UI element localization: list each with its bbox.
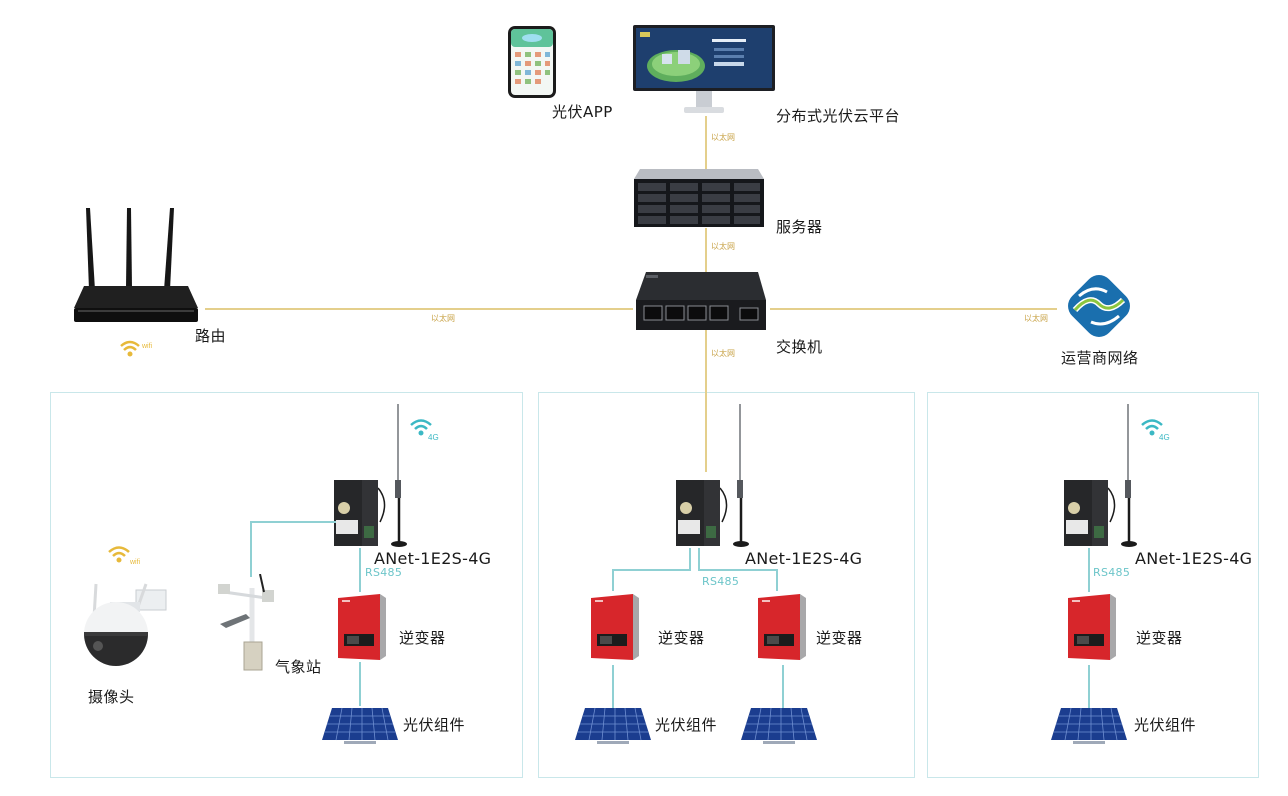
site3-pv-label: 光伏组件 [1134, 716, 1197, 734]
site2-pv-label: 光伏组件 [655, 716, 718, 734]
site3-4g-icon: 4G [1141, 418, 1175, 442]
ethernet-label-server: 以太网 [711, 242, 735, 251]
site3-gateway-icon [1062, 402, 1142, 550]
site-panel-1 [50, 392, 523, 778]
site1-inverter-label: 逆变器 [399, 629, 446, 647]
weather-station-icon [216, 574, 278, 674]
ethernet-label-router: 以太网 [431, 314, 455, 323]
site1-rs485-label: RS485 [365, 566, 403, 579]
site2-rs485-line-left [612, 569, 691, 571]
site3-gateway-label: ANet-1E2S-4G [1135, 549, 1253, 568]
ethernet-line-router-switch [205, 308, 633, 310]
site2-gateway-icon [674, 402, 754, 550]
site3-dc-line [1088, 665, 1090, 709]
site2-rs485-line-right [698, 569, 778, 571]
site2-gateway-label: ANet-1E2S-4G [745, 549, 863, 568]
switch-label: 交换机 [776, 338, 823, 356]
site3-4g-text: 4G [1159, 433, 1170, 442]
camera-wifi-text: wifi [129, 559, 141, 566]
site1-inverter-icon [336, 592, 388, 662]
server-icon [632, 163, 766, 229]
site3-inverter-label: 逆变器 [1136, 629, 1183, 647]
ethernet-label-site2: 以太网 [711, 349, 735, 358]
site1-pv-label: 光伏组件 [403, 716, 466, 734]
cloud-platform-monitor-icon [632, 24, 776, 118]
site1-4g-text: 4G [428, 433, 439, 442]
camera-wifi-icon: wifi [108, 544, 150, 568]
weather-station-label: 气象站 [275, 658, 322, 676]
site2-rs485-label: RS485 [702, 575, 740, 588]
site3-rs485-label: RS485 [1093, 566, 1131, 579]
ethernet-label-carrier: 以太网 [1024, 314, 1048, 323]
site2-rs485-line-right-drop [698, 548, 700, 570]
router-icon [70, 204, 200, 326]
site2-inverter1-label: 逆变器 [658, 629, 705, 647]
site1-4g-icon: 4G [410, 418, 444, 442]
router-wifi-icon: wifi [120, 336, 162, 360]
platform-label: 分布式光伏云平台 [776, 107, 901, 125]
site1-gateway-label: ANet-1E2S-4G [374, 549, 492, 568]
site2-rs485-line-inv2 [776, 569, 778, 591]
site-panel-3 [927, 392, 1259, 778]
site2-pv-panel1-icon [573, 706, 653, 748]
ethernet-label-platform: 以太网 [711, 133, 735, 142]
site3-pv-panel-icon [1049, 706, 1129, 748]
site2-inverter2-icon [756, 592, 808, 662]
site1-rs485-line-weather [250, 521, 336, 523]
site1-dc-line [359, 662, 361, 706]
site1-pv-panel-icon [320, 706, 400, 748]
ethernet-line-switch-site2 [705, 330, 707, 472]
ethernet-line-platform-server [705, 116, 707, 172]
camera-icon [80, 582, 172, 668]
site3-rs485-line-inverter [1088, 548, 1090, 592]
app-label: 光伏APP [552, 103, 613, 121]
site1-rs485-line-inverter [359, 548, 361, 592]
carrier-network-logo-icon [1063, 270, 1135, 342]
carrier-label: 运营商网络 [1061, 349, 1139, 367]
site1-rs485-line-weather-vertical [250, 521, 252, 577]
camera-label: 摄像头 [88, 688, 135, 706]
ethernet-line-server-switch [705, 228, 707, 276]
site3-inverter-icon [1066, 592, 1118, 662]
site2-rs485-line-inv1 [612, 569, 614, 591]
site2-dc-line-2 [782, 665, 784, 709]
site2-inverter1-icon [589, 592, 641, 662]
switch-icon [632, 270, 768, 332]
site2-pv-panel2-icon [739, 706, 819, 748]
site2-inverter2-label: 逆变器 [816, 629, 863, 647]
site2-dc-line-1 [612, 665, 614, 709]
ethernet-line-switch-carrier [770, 308, 1057, 310]
router-wifi-text: wifi [141, 343, 153, 350]
site2-rs485-line-left-drop [689, 548, 691, 570]
router-label: 路由 [195, 327, 227, 345]
site1-gateway-icon [332, 402, 412, 550]
server-label: 服务器 [776, 218, 823, 236]
phone-app-icon [507, 25, 557, 99]
